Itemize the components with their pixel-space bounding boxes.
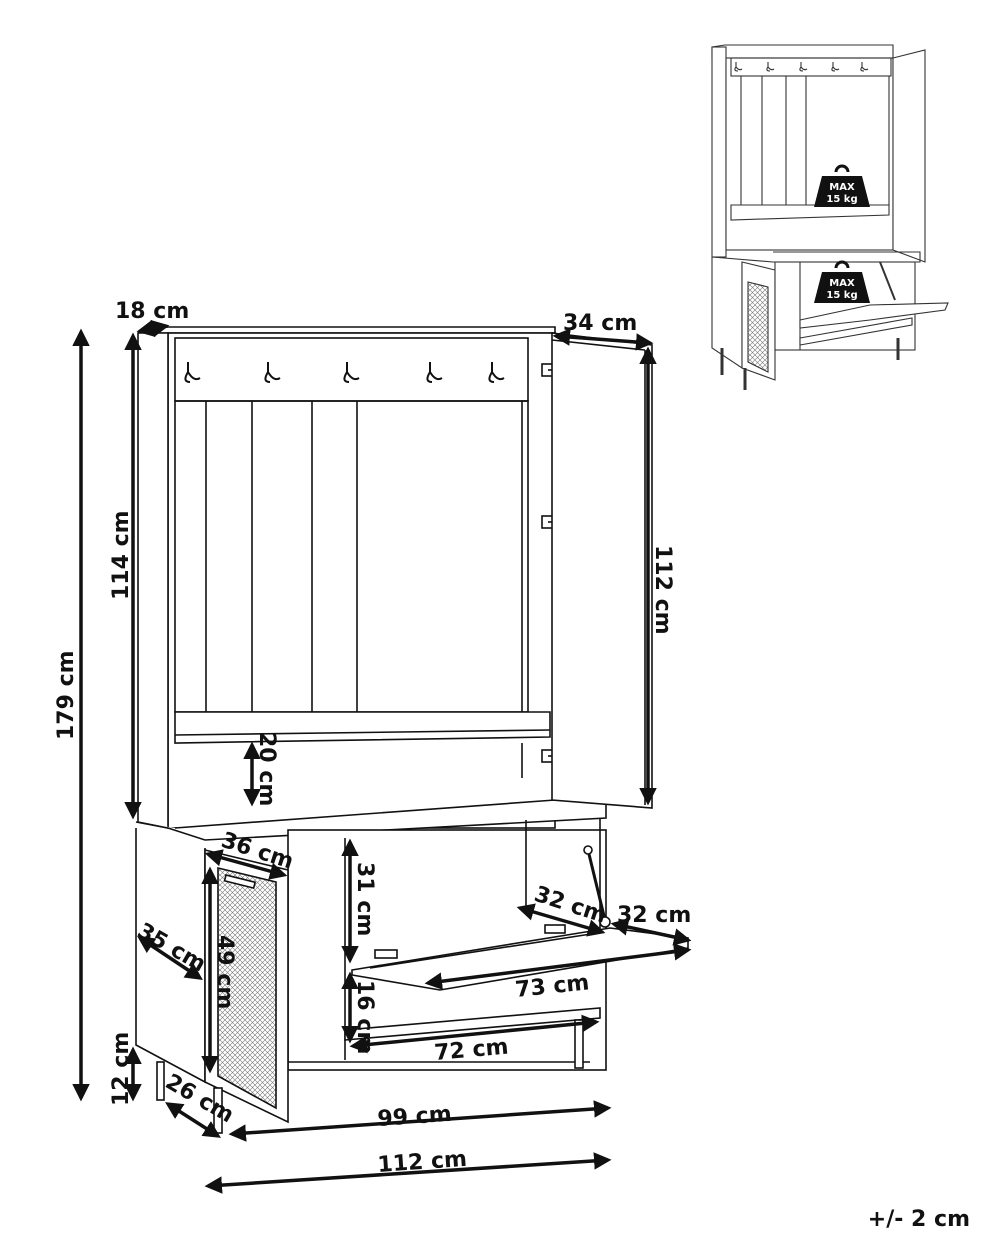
load-badge-lower: MAX 15 kg (814, 260, 870, 303)
label-door-depth: 34 cm (563, 311, 637, 336)
upper-shelf (174, 711, 551, 744)
label-cabinet-door-height: 49 cm (212, 935, 237, 1009)
label-flap-right: 32 cm (617, 903, 691, 928)
label-top-depth: 18 cm (115, 299, 189, 324)
main-furniture-drawing (135, 326, 689, 1134)
label-lower-gap: 16 cm (352, 980, 377, 1054)
dim-line-inner-base-width (228, 1100, 612, 1142)
thumbnail-view (711, 44, 949, 390)
dim-line-door-depth (552, 328, 654, 351)
label-shelf-gap: 20 cm (254, 732, 279, 806)
dim-line-leg-depth (165, 1102, 221, 1138)
dim-line-cabinet-door-width (204, 849, 288, 880)
coat-hooks (184, 362, 505, 383)
label-door-height: 112 cm (650, 545, 675, 635)
dimension-labels: 18 cm 34 cm 114 cm 112 cm 179 cm 20 cm 3… (54, 299, 691, 1178)
label-total-width: 112 cm (377, 1147, 468, 1178)
top-board (137, 326, 556, 334)
upper-left-side (137, 332, 169, 829)
dim-line-flap-width (424, 943, 692, 990)
dim-line-total-width (204, 1152, 612, 1194)
label-compartment-height: 31 cm (352, 862, 377, 936)
upper-door-open (551, 332, 653, 809)
dim-line-top-depth (136, 319, 170, 338)
label-upper-height: 114 cm (109, 510, 134, 600)
dimension-lines (72, 319, 692, 1194)
load-badge-upper-line1: MAX (829, 182, 855, 193)
load-badge-upper: MAX 15 kg (814, 164, 870, 207)
dim-line-inner-width (349, 1014, 600, 1054)
label-inner-base-width: 99 cm (377, 1102, 453, 1132)
dim-line-flap-right (610, 918, 692, 946)
load-badge-lower-line1: MAX (829, 278, 855, 289)
load-badge-upper-line2: 15 kg (826, 194, 857, 205)
dim-line-flap-left (516, 903, 606, 937)
tolerance-note: +/- 2 cm (868, 1207, 970, 1232)
load-badge-lower-line2: 15 kg (826, 290, 857, 301)
label-total-height: 179 cm (54, 650, 79, 740)
dim-line-cabinet-depth (137, 936, 203, 980)
upper-frame (167, 332, 556, 829)
label-leg-height: 12 cm (109, 1032, 134, 1106)
